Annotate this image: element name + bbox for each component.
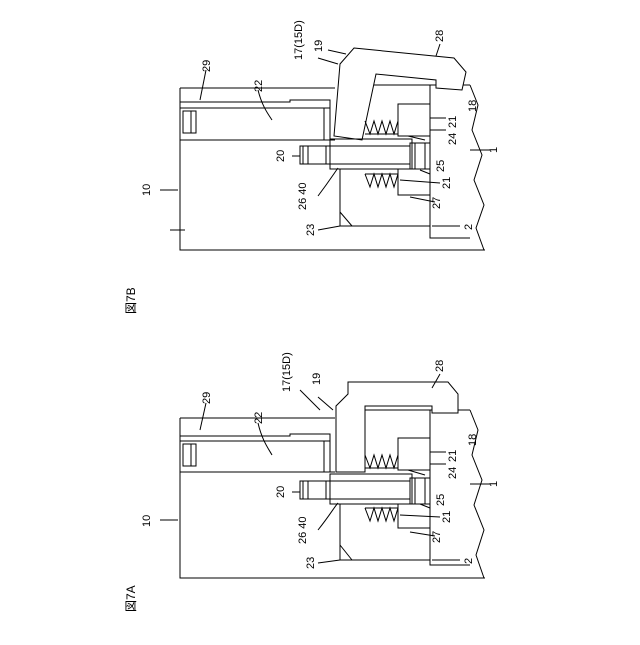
label-10: 10 bbox=[141, 515, 153, 527]
label-19: 19 bbox=[311, 373, 323, 385]
label-1: 1 bbox=[488, 147, 500, 153]
label-17: 17(15D) bbox=[293, 20, 305, 60]
block-27 bbox=[340, 504, 430, 560]
figure-7b: 図7B bbox=[124, 20, 500, 314]
label-17: 17(15D) bbox=[281, 352, 293, 392]
spring-21-lower bbox=[365, 174, 398, 187]
label-21b: 21 bbox=[441, 511, 453, 523]
label-20: 20 bbox=[275, 150, 287, 162]
label-29: 29 bbox=[201, 392, 213, 404]
member-22 bbox=[180, 434, 330, 472]
label-26-40: 26 40 bbox=[297, 182, 309, 210]
label-10: 10 bbox=[141, 184, 153, 196]
label-2: 2 bbox=[463, 558, 475, 564]
label-19: 19 bbox=[313, 40, 325, 52]
label-23: 23 bbox=[305, 557, 317, 569]
block-18 bbox=[398, 438, 430, 470]
label-26-40: 26 40 bbox=[297, 516, 309, 544]
label-20: 20 bbox=[275, 486, 287, 498]
label-27: 27 bbox=[431, 197, 443, 209]
spring-21-lower bbox=[365, 508, 398, 521]
block-18 bbox=[398, 104, 430, 136]
label-18: 18 bbox=[467, 100, 479, 112]
label-29: 29 bbox=[201, 60, 213, 72]
labels-7b: 10 29 22 17(15D) 19 28 18 21 24 1 20 25 … bbox=[141, 20, 500, 236]
spring-21-upper bbox=[365, 121, 398, 134]
label-27: 27 bbox=[431, 531, 443, 543]
label-24: 24 bbox=[447, 133, 459, 145]
label-21a: 21 bbox=[447, 116, 459, 128]
label-28: 28 bbox=[434, 360, 446, 372]
member-22 bbox=[180, 100, 330, 140]
label-2: 2 bbox=[463, 224, 475, 230]
figure-7a: 図7A bbox=[124, 352, 500, 612]
label-21a: 21 bbox=[447, 450, 459, 462]
label-21b: 21 bbox=[441, 177, 453, 189]
label-22: 22 bbox=[253, 80, 265, 92]
figure-7a-title: 図7A bbox=[124, 585, 138, 612]
label-18: 18 bbox=[467, 434, 479, 446]
spring-21-upper bbox=[365, 455, 398, 468]
figure-7b-title: 図7B bbox=[124, 287, 138, 314]
bolt-20 bbox=[300, 474, 430, 504]
label-22: 22 bbox=[253, 412, 265, 424]
label-25: 25 bbox=[435, 160, 447, 172]
label-25: 25 bbox=[435, 494, 447, 506]
label-23: 23 bbox=[305, 224, 317, 236]
label-28: 28 bbox=[434, 30, 446, 42]
member-1 bbox=[360, 410, 484, 578]
label-1: 1 bbox=[488, 481, 500, 487]
bolt-20 bbox=[300, 139, 430, 169]
label-24: 24 bbox=[447, 467, 459, 479]
block-27 bbox=[340, 169, 430, 226]
